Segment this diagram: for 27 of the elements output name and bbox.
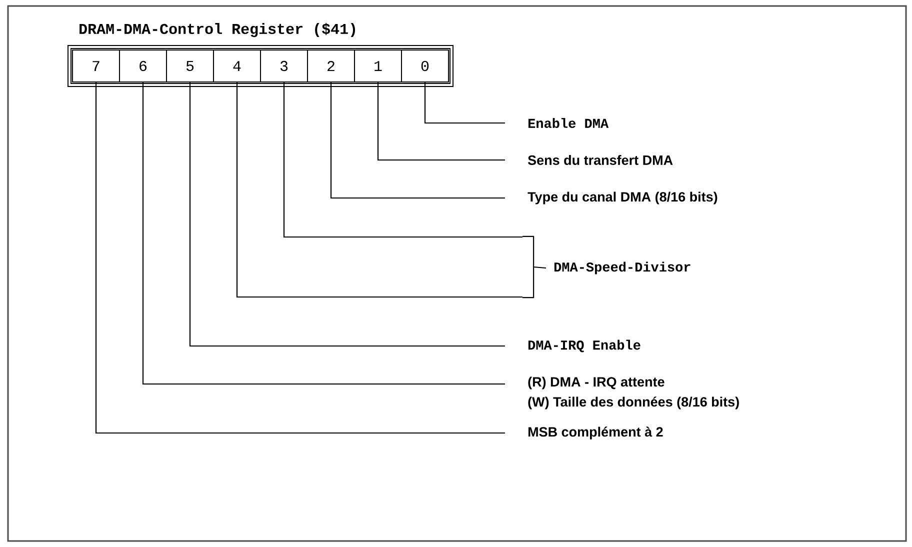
bit-cell: 3 (260, 50, 308, 82)
bit-cell: 7 (72, 50, 120, 82)
bit-cell: 0 (401, 50, 449, 82)
bracket (522, 236, 534, 298)
register-box (68, 45, 454, 87)
leader-line (377, 82, 505, 161)
bit-description: MSB complément à 2 (528, 426, 663, 440)
bit-description: (R) DMA - IRQ attente (W) Taille des données (8/16 bits) (528, 376, 739, 410)
leader-line (534, 266, 546, 269)
bit-description: Sens du transfert DMA (528, 155, 673, 165)
bit-cell: 5 (166, 50, 214, 82)
leader-line (189, 82, 505, 347)
leader-line (95, 82, 505, 434)
bit-cell: 4 (213, 50, 261, 82)
leader-line (142, 82, 505, 385)
bit-description: Enable DMA (528, 118, 609, 128)
bit-description: DMA-IRQ Enable (528, 340, 640, 352)
leader-line (330, 82, 505, 199)
leader-line (283, 82, 522, 238)
leader-line (236, 82, 522, 298)
bit-cell: 1 (354, 50, 402, 82)
leader-line (424, 82, 505, 124)
bit-cell: 6 (119, 50, 167, 82)
bit-cell: 2 (307, 50, 355, 82)
bit-description: Type du canal DMA (8/16 bits) (528, 192, 718, 204)
bit-description: DMA-Speed-Divisor (554, 262, 690, 274)
title: DRAM-DMA-Control Register ($41) (80, 22, 356, 38)
